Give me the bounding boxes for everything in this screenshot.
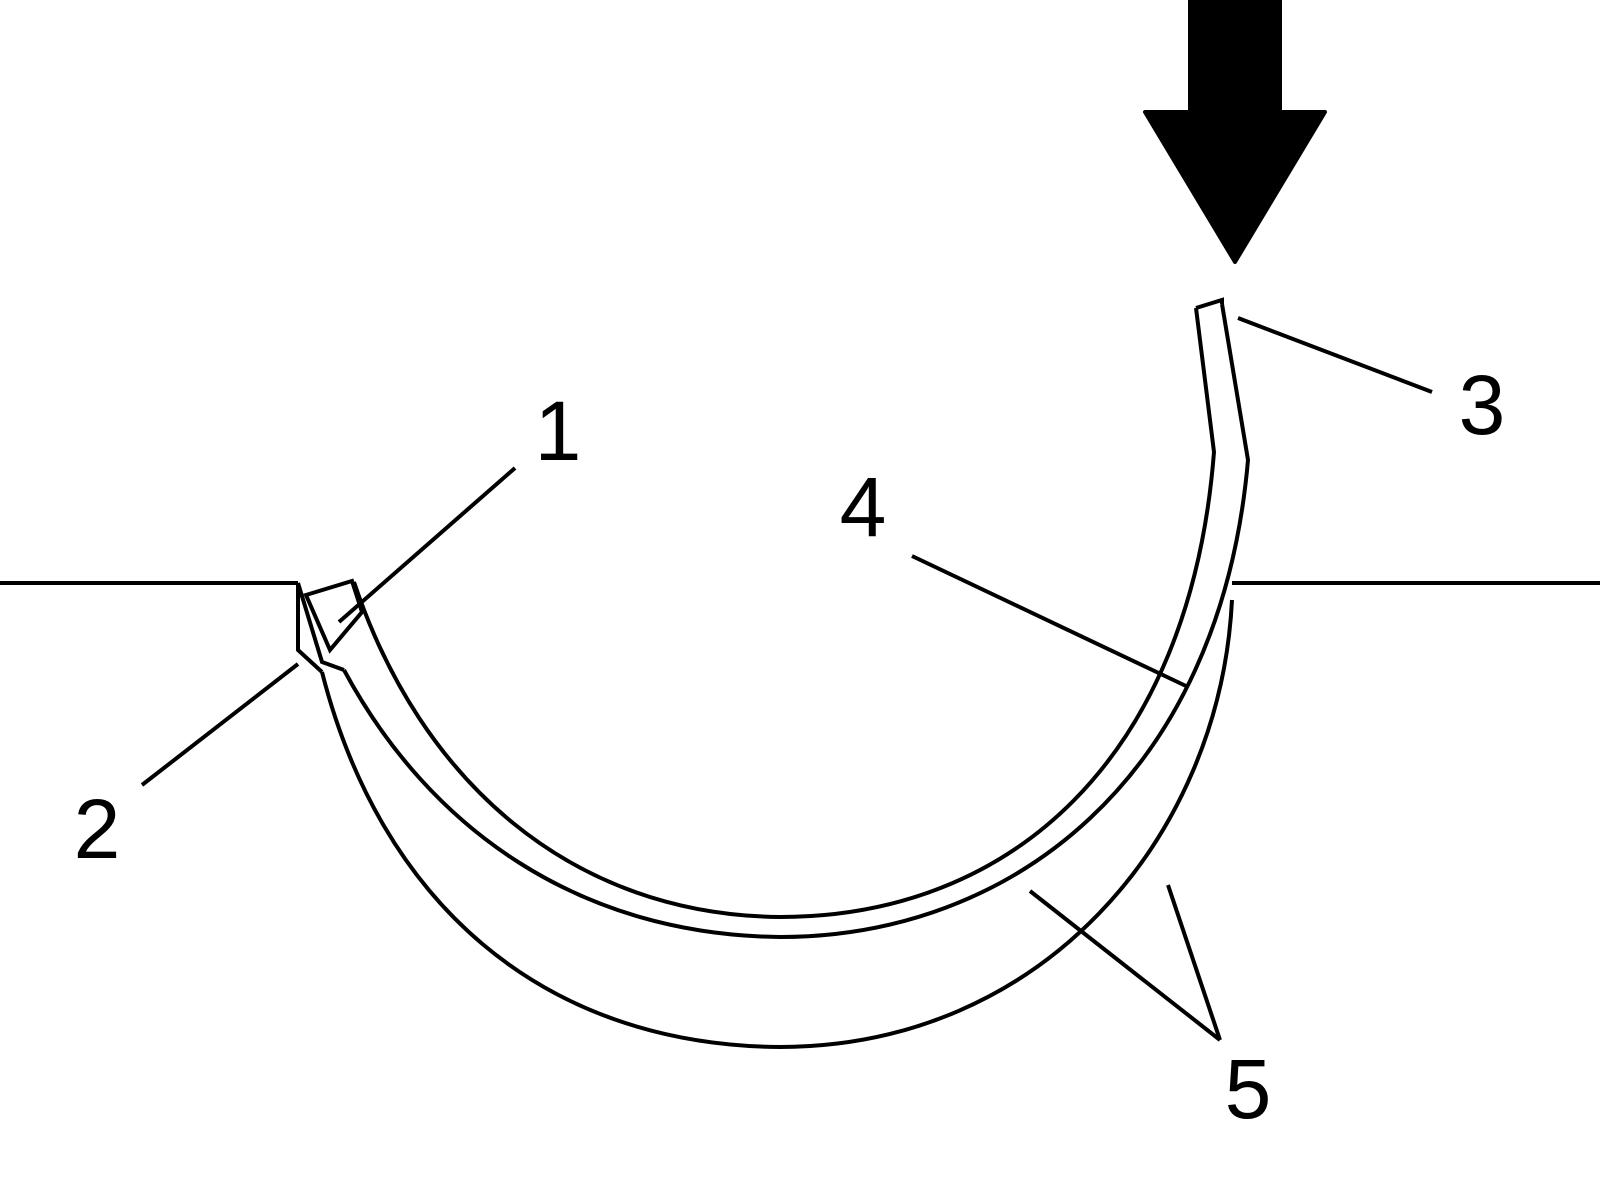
callout-label-4: 4 <box>840 460 887 554</box>
needle-inner-edge <box>352 307 1217 920</box>
left-notch <box>296 582 345 674</box>
leader-line-5b <box>1166 884 1222 1041</box>
outer-arc <box>320 599 1234 1050</box>
callout-label-3: 3 <box>1459 358 1506 452</box>
needle-outer-edge <box>342 303 1251 940</box>
needle-tip <box>1195 297 1224 310</box>
callout-label-1: 1 <box>535 384 582 478</box>
needle-base <box>303 578 365 654</box>
callout-label-5: 5 <box>1225 1042 1272 1136</box>
leader-line-1 <box>337 466 517 624</box>
leader-line-2 <box>140 662 300 787</box>
callout-label-2: 2 <box>74 782 121 876</box>
leader-line-4 <box>911 554 1187 688</box>
leader-line-5a <box>1028 889 1222 1042</box>
arrow-down-icon <box>1143 0 1327 264</box>
leader-line-3 <box>1237 316 1433 394</box>
